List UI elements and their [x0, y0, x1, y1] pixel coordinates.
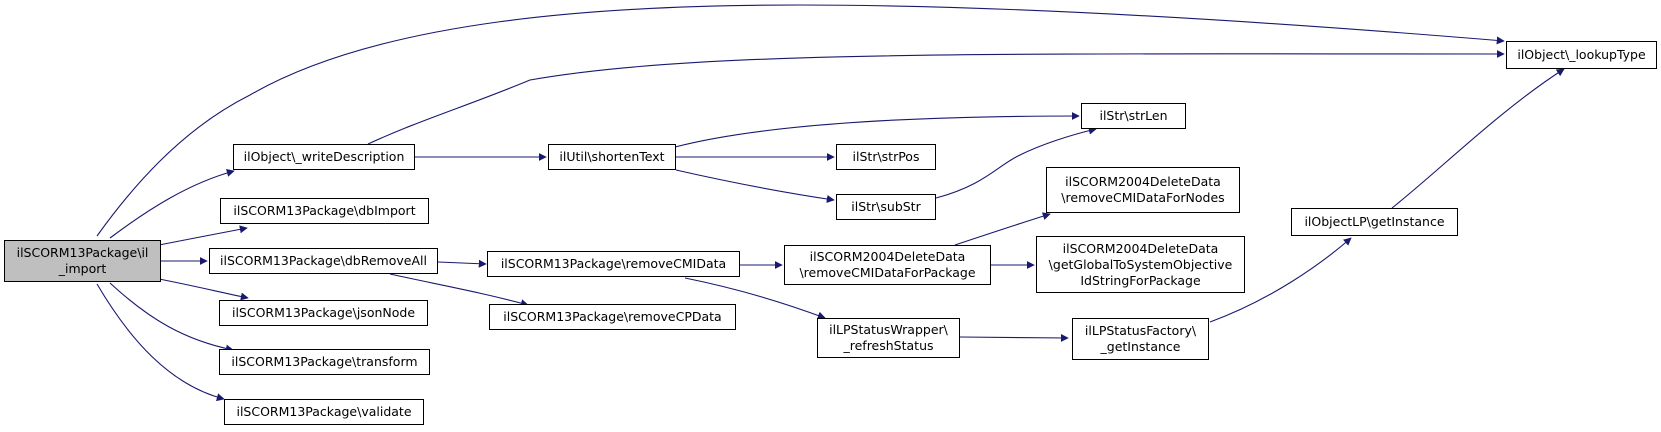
node-lookup-type[interactable]: ilObject\_lookupType: [1506, 41, 1657, 69]
node-sub-str[interactable]: ilStr\subStr: [836, 194, 936, 220]
node-write-description[interactable]: ilObject\_writeDescription: [233, 144, 415, 170]
node-json-node-label: ilSCORM13Package\jsonNode: [231, 305, 416, 320]
node-db-import[interactable]: ilSCORM13Package\dbImport: [220, 198, 429, 224]
node-db-remove-all[interactable]: ilSCORM13Package\dbRemoveAll: [209, 248, 438, 274]
node-get-global-to-system-objective-line-3: IdStringForPackage: [1080, 272, 1201, 288]
node-str-len-label: ilStr\strLen: [1099, 108, 1168, 123]
node-get-global-to-system-objective[interactable]: ilSCORM2004DeleteData \getGlobalToSystem…: [1036, 236, 1245, 293]
edge-shortentext-substr: [675, 169, 835, 203]
node-validate-label: ilSCORM13Package\validate: [236, 404, 412, 419]
edge-removecmidata-refresh: [684, 277, 826, 320]
node-import[interactable]: ilSCORM13Package\il _import: [4, 240, 161, 282]
node-remove-cmi-data-for-package-line-1: ilSCORM2004DeleteData: [809, 249, 966, 264]
node-db-remove-all-label: ilSCORM13Package\dbRemoveAll: [220, 253, 427, 268]
edge-import-transform: [109, 282, 234, 353]
node-remove-cp-data[interactable]: ilSCORM13Package\removeCPData: [489, 304, 736, 330]
node-get-global-to-system-objective-line-2: \getGlobalToSystemObjective: [1048, 256, 1233, 272]
edge-import-jsonnode: [158, 278, 249, 301]
node-refresh-status[interactable]: ilLPStatusWrapper\ _refreshStatus: [817, 318, 960, 358]
node-remove-cmi-data-for-nodes-line-2: \removeCMIDataForNodes: [1061, 190, 1225, 205]
node-refresh-status-line-1: ilLPStatusWrapper\: [829, 322, 948, 337]
node-get-global-to-system-objective-line-1: ilSCORM2004DeleteData: [1062, 240, 1219, 256]
edge-factory-lpinstance: [1209, 237, 1352, 323]
node-remove-cmi-data[interactable]: ilSCORM13Package\removeCMIData: [487, 251, 740, 277]
node-validate[interactable]: ilSCORM13Package\validate: [224, 399, 424, 425]
edge-dbremoveall-removecpdata: [389, 273, 529, 307]
edge-shortentext-strlen: [674, 112, 1080, 148]
node-remove-cmi-data-for-nodes[interactable]: ilSCORM2004DeleteData \removeCMIDataForN…: [1046, 167, 1240, 213]
node-remove-cmi-data-for-package[interactable]: ilSCORM2004DeleteData \removeCMIDataForP…: [784, 245, 991, 285]
node-remove-cmi-data-label: ilSCORM13Package\removeCMIData: [500, 256, 727, 271]
node-lookup-type-label: ilObject\_lookupType: [1517, 47, 1646, 62]
node-remove-cmi-data-for-nodes-line-1: ilSCORM2004DeleteData: [1065, 174, 1221, 189]
edge-writedescription-lookuptype: [367, 49, 1505, 145]
node-shorten-text-label: ilUtil\shortenText: [559, 149, 665, 164]
node-transform-label: ilSCORM13Package\transform: [231, 354, 418, 369]
node-shorten-text[interactable]: ilUtil\shortenText: [548, 144, 676, 170]
node-sub-str-label: ilStr\subStr: [851, 199, 921, 214]
edge-import-dbimport: [158, 225, 248, 246]
node-str-pos[interactable]: ilStr\strPos: [836, 144, 936, 170]
edge-substr-strlen: [935, 126, 1097, 199]
node-write-description-label: ilObject\_writeDescription: [243, 149, 405, 164]
node-str-pos-label: ilStr\strPos: [852, 149, 920, 164]
node-remove-cmi-data-for-package-line-2: \removeCMIDataForPackage: [799, 265, 976, 280]
node-object-lp-get-instance-label: ilObjectLP\getInstance: [1304, 214, 1445, 229]
node-import-line-1: ilSCORM13Package\il: [16, 245, 149, 260]
node-lp-status-factory-get-instance-line-2: _getInstance: [1100, 339, 1181, 354]
node-object-lp-get-instance[interactable]: ilObjectLP\getInstance: [1291, 208, 1458, 236]
node-remove-cp-data-label: ilSCORM13Package\removeCPData: [503, 309, 722, 324]
node-import-line-2: _import: [58, 261, 107, 276]
node-db-import-label: ilSCORM13Package\dbImport: [233, 203, 416, 218]
node-str-len[interactable]: ilStr\strLen: [1081, 103, 1186, 129]
edge-import-lookuptype: [96, 4, 1505, 237]
node-refresh-status-line-2: _refreshStatus: [843, 338, 934, 353]
node-json-node[interactable]: ilSCORM13Package\jsonNode: [219, 300, 428, 326]
node-transform[interactable]: ilSCORM13Package\transform: [219, 349, 430, 375]
edge-delpkg-delnodes: [954, 212, 1051, 246]
edge-dbremoveall-removecmidata: [437, 259, 487, 268]
edge-refresh-factory: [959, 333, 1069, 342]
node-lp-status-factory-get-instance[interactable]: ilLPStatusFactory\ _getInstance: [1072, 318, 1209, 360]
edge-import-validate: [96, 283, 225, 402]
node-lp-status-factory-get-instance-line-1: ilLPStatusFactory\: [1084, 323, 1197, 338]
edge-import-writedescription: [109, 169, 235, 239]
edge-lpinstance-lookuptype: [1391, 68, 1565, 209]
